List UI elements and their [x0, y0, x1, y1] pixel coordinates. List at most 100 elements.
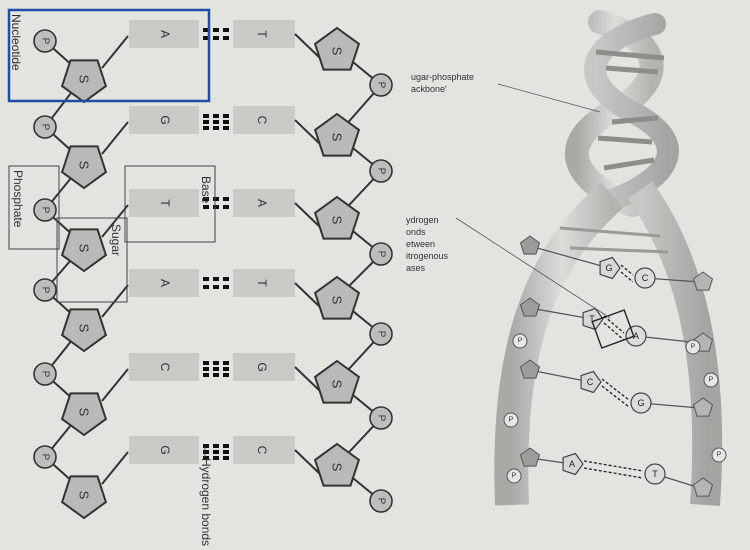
sugar-symbol: S [330, 133, 345, 142]
h-bond-dot [213, 28, 219, 32]
helix-left-base-letter: G [605, 263, 612, 273]
phosphate-symbol: P [40, 207, 51, 214]
h-bond-dot [223, 197, 229, 201]
phosphate-symbol: P [40, 287, 51, 294]
sugar-symbol: S [330, 380, 345, 389]
hbond-label: ydrogen onds etween itrogenous ases [406, 215, 451, 273]
right-base-letter: C [255, 116, 269, 125]
h-bond-dot [213, 361, 219, 365]
hydrogen-bond-dots [203, 28, 229, 40]
phosphate-symbol: P [40, 371, 51, 378]
h-bond-dot [203, 361, 209, 365]
sugar-base-link [102, 285, 128, 317]
helix-sugar [521, 236, 540, 254]
right-sugar-phosphate-backbone [337, 49, 381, 501]
phosphate-symbol: P [376, 331, 387, 338]
h-bond-dot [203, 205, 209, 209]
backbone-leader-line [498, 84, 600, 112]
dna-ladder-diagram: SPATSPSPGCSPSPTASPSPATSPSPCGSPSPGCSP Nuc… [9, 10, 392, 546]
left-base-letter: A [158, 279, 172, 287]
sugar-symbol: S [77, 244, 92, 253]
helix-rung [598, 138, 652, 142]
sugar-symbol: S [77, 161, 92, 170]
base-pair-row: S P A T S P [34, 269, 392, 351]
h-bond-dot [213, 367, 219, 371]
h-bond-dot [203, 120, 209, 124]
helix-base-pair: AT [521, 448, 713, 496]
h-bond-dot [223, 277, 229, 281]
phosphate-symbol: P [40, 454, 51, 461]
h-bond-dot [223, 444, 229, 448]
h-bond-dot [203, 367, 209, 371]
hydrogen-bond-dots [203, 361, 229, 377]
double-helix-illustration: GCTACGAT PPPPPP ugar-phosphate ackbone' … [406, 22, 726, 505]
sugar-symbol: S [330, 216, 345, 225]
helix-phosphate-letter: P [709, 377, 714, 384]
backbone-label: ugar-phosphate ackbone' [411, 72, 477, 94]
sugar-base-link [102, 36, 128, 68]
helix-left-base-letter: A [569, 459, 575, 469]
h-bond-dot [203, 126, 209, 130]
h-bond-dot [213, 120, 219, 124]
phosphate-label: Phosphate [11, 170, 25, 228]
h-bond-dot [213, 444, 219, 448]
right-base-letter: T [255, 30, 269, 38]
left-base-letter: A [158, 30, 172, 38]
sugar-symbol: S [77, 491, 92, 500]
h-bond-dot [223, 114, 229, 118]
h-bond-dot [203, 285, 209, 289]
right-base-letter: T [255, 279, 269, 287]
left-base-letter: T [158, 199, 172, 207]
h-bond-dot [213, 36, 219, 40]
h-bond-dot [223, 120, 229, 124]
sugar-base-link [102, 452, 128, 484]
base-label: Base [199, 176, 213, 204]
phosphate-symbol: P [376, 251, 387, 258]
phosphate-symbol: P [40, 124, 51, 131]
nucleotide-label: Nucleotide [9, 14, 23, 71]
phosphate-symbol: P [376, 498, 387, 505]
helix-right-base-letter: C [642, 273, 649, 283]
h-bond-dot [203, 277, 209, 281]
helix-left-base-letter: C [587, 377, 594, 387]
h-bond-dot [213, 114, 219, 118]
helix-phosphate-letter: P [717, 452, 722, 459]
phosphate-symbol: P [40, 38, 51, 45]
sugar-base-link [102, 122, 128, 154]
helix-h-bond [604, 323, 624, 340]
sugar-symbol: S [77, 408, 92, 417]
h-bond-dot [223, 361, 229, 365]
h-bond-dot [203, 373, 209, 377]
helix-rung [570, 248, 668, 252]
helix-phosphate-letter: P [509, 417, 514, 424]
helix-phosphate-letter: P [518, 338, 523, 345]
sugar-symbol: S [330, 463, 345, 472]
helix-phosphate-letter: P [691, 344, 696, 351]
h-bond-dot [223, 367, 229, 371]
helix-h-bond [584, 461, 643, 471]
hydrogen-bond-dots [203, 277, 229, 289]
helix-rung [604, 160, 654, 168]
helix-h-bond [604, 316, 624, 333]
h-bond-dot [223, 36, 229, 40]
right-base-letter: G [255, 362, 269, 371]
left-base-letter: G [158, 115, 172, 124]
h-bond-dot [213, 285, 219, 289]
h-bond-dot [213, 205, 219, 209]
h-bond-dot [223, 373, 229, 377]
right-base-letter: A [255, 199, 269, 207]
h-bond-dot [223, 205, 229, 209]
h-bond-dot [213, 450, 219, 454]
h-bond-dot [223, 456, 229, 460]
helix-base-pair: CG [521, 360, 713, 416]
hydrogen-bond-dots [203, 114, 229, 130]
h-bond-dot [223, 126, 229, 130]
helix-right-base-letter: T [652, 469, 658, 479]
sugar-symbol: S [330, 296, 345, 305]
h-bond-dot [213, 277, 219, 281]
sugar-symbol: S [77, 324, 92, 333]
